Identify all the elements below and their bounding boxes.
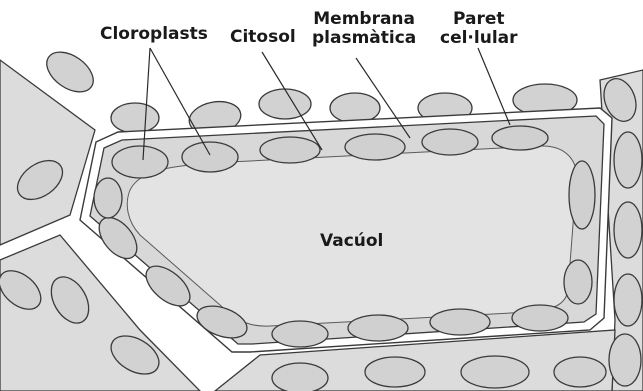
chloroplast xyxy=(422,129,478,155)
label-vacuole: Vacúol xyxy=(320,232,383,251)
label-plasma-membrane: Membrana plasmàtica xyxy=(312,10,416,48)
label-cell-wall: Paret cel·lular xyxy=(440,10,518,48)
chloroplast xyxy=(272,321,328,347)
chloroplast xyxy=(492,126,548,150)
chloroplast xyxy=(345,134,405,160)
chloroplast xyxy=(512,305,568,331)
chloroplast xyxy=(430,309,490,335)
chloroplast xyxy=(112,146,168,178)
label-cytosol: Citosol xyxy=(230,28,296,47)
chloroplast xyxy=(569,161,595,229)
chloroplast xyxy=(94,178,122,218)
chloroplast xyxy=(564,260,592,304)
chloroplast xyxy=(182,142,238,172)
label-chloroplasts: Cloroplasts xyxy=(100,25,208,44)
chloroplast xyxy=(348,315,408,341)
chloroplast xyxy=(260,137,320,163)
